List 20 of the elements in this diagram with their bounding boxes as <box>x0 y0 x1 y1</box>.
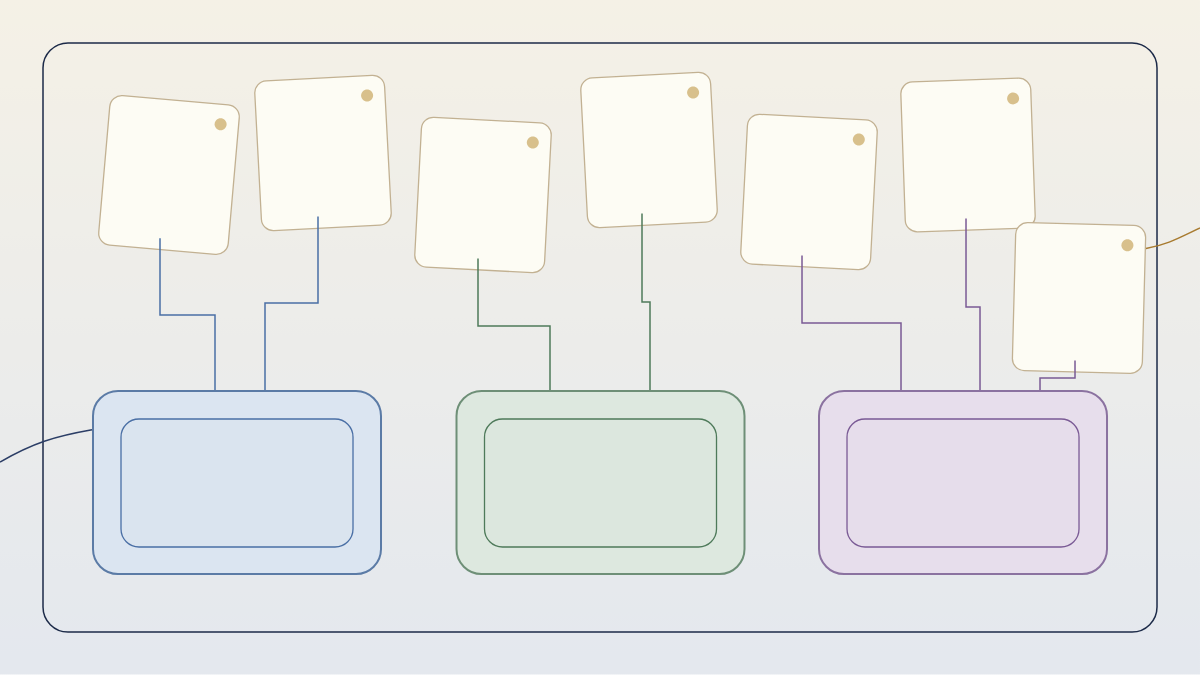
connector-line <box>1039 359 1076 391</box>
connector-line <box>1145 227 1200 250</box>
inner-panel <box>120 418 354 548</box>
connector-line <box>641 212 651 391</box>
note-card <box>98 94 240 255</box>
note-card <box>900 77 1036 233</box>
outer-frame <box>42 42 1158 633</box>
connector-line <box>0 428 93 463</box>
note-card <box>580 71 718 229</box>
note-card <box>1011 222 1147 374</box>
inner-panel <box>846 418 1080 548</box>
connector-line <box>477 257 551 391</box>
connector-line <box>801 254 902 391</box>
note-card <box>740 113 878 271</box>
connector-line <box>264 215 319 391</box>
note-card <box>254 74 392 232</box>
inner-panel <box>483 418 718 548</box>
note-card <box>414 116 552 274</box>
connector-line <box>965 217 981 391</box>
connector-line <box>159 237 216 391</box>
